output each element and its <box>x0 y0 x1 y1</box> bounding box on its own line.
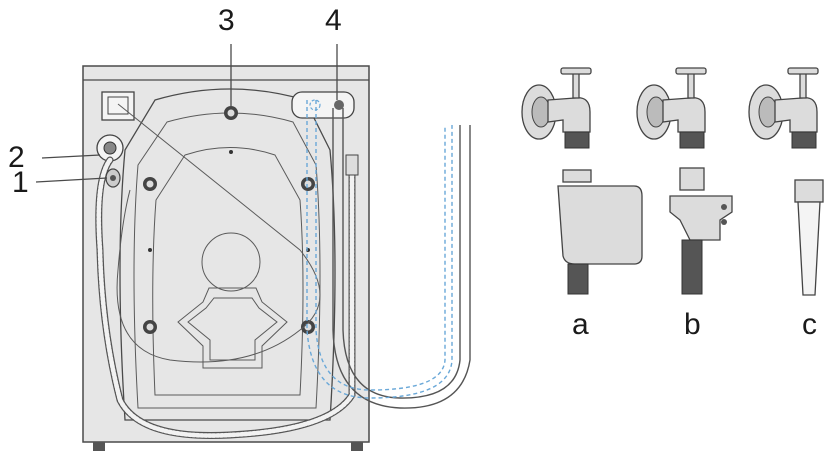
left-foot <box>93 442 105 451</box>
tap-with-aquastop-valve <box>636 67 733 295</box>
transport-bolt-left-lower <box>143 320 157 334</box>
tap-with-aquastop-box <box>521 67 643 295</box>
callout-2-label: 2 <box>8 141 25 174</box>
callout-3-label: 3 <box>218 4 235 37</box>
variant-b-label: b <box>684 308 701 341</box>
callout-1-leader <box>35 177 108 183</box>
transport-bolt-right-upper <box>301 177 315 191</box>
drain-hose <box>332 108 471 409</box>
hose-clip <box>105 168 121 188</box>
transport-bolt-left-upper <box>143 177 157 191</box>
callout-1-label: 1 <box>12 166 29 199</box>
variant-c-label: c <box>802 308 817 341</box>
callout-2-leader <box>41 154 101 159</box>
transport-bolt-top <box>224 106 238 120</box>
right-foot <box>351 442 363 451</box>
washing-machine-rear <box>82 65 471 451</box>
variant-a-label: a <box>572 308 589 341</box>
tap-with-plain-hose <box>748 67 824 296</box>
mains-cable-outlet <box>101 91 135 121</box>
callout-4-label: 4 <box>325 4 342 37</box>
drain-hose-holder <box>291 91 355 119</box>
